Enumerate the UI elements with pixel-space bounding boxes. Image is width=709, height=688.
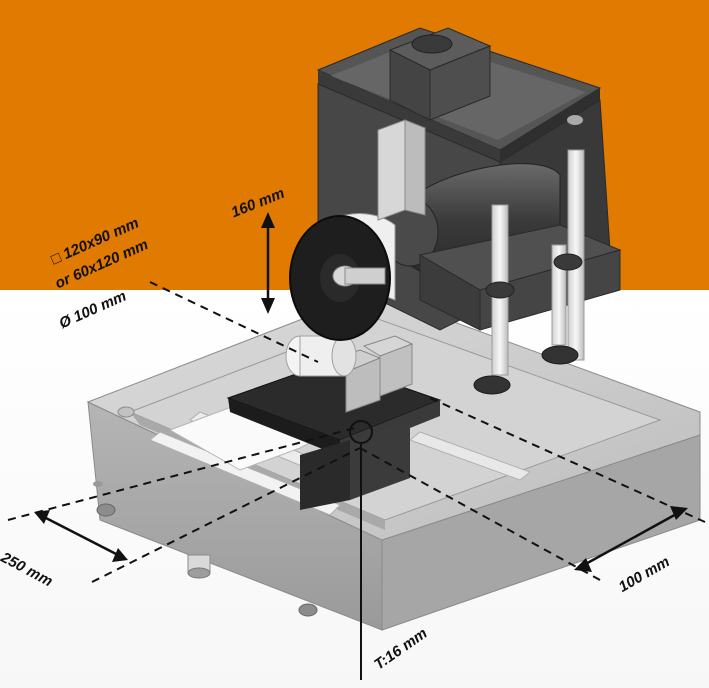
dimension-lines bbox=[7, 212, 706, 680]
vise-table bbox=[226, 335, 442, 510]
cutting-head bbox=[289, 27, 622, 395]
